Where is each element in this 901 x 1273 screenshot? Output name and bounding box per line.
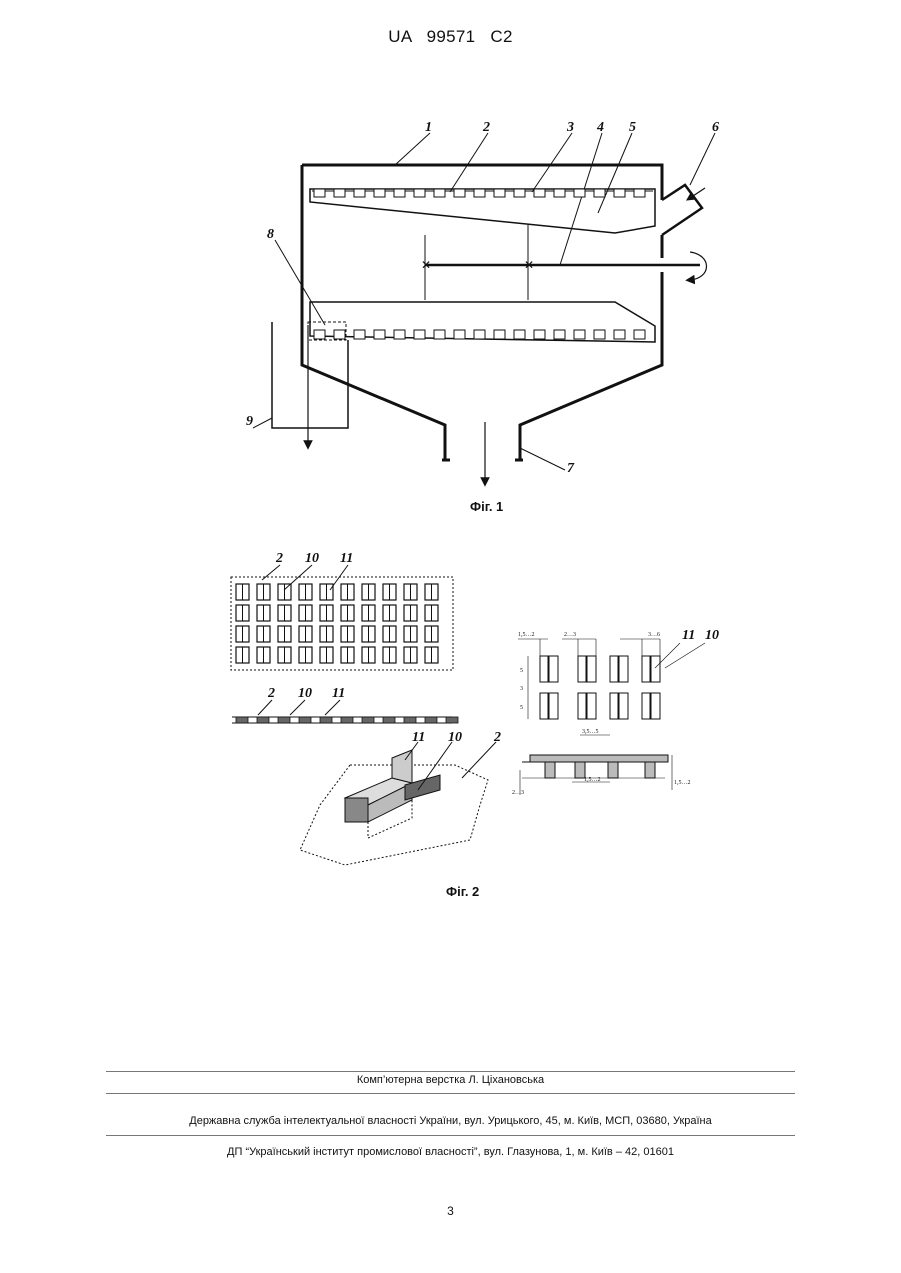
plate-tooth: [554, 189, 565, 197]
section-tooth: [257, 717, 269, 723]
fig2-iso-label-10: 10: [448, 730, 462, 745]
fig2-detail-label-10: 10: [705, 628, 719, 643]
fig2-detail-label-11: 11: [682, 628, 695, 643]
plate-tooth: [514, 330, 525, 339]
plate-tooth: [594, 189, 605, 197]
plate-tooth: [454, 330, 465, 339]
lower-plate-teeth: [314, 330, 645, 339]
dim-height-1: 5: [520, 668, 523, 674]
section-tooth: [320, 717, 332, 723]
plate-tooth: [414, 330, 425, 339]
fig2-strip-label-2: 2: [267, 686, 275, 701]
fig1-label-9: 9: [246, 414, 253, 429]
section-tooth: [404, 717, 416, 723]
plate-tooth: [414, 189, 425, 197]
dim-gap-1: 1,5…2: [518, 632, 535, 638]
fig2-strip-label-11: 11: [332, 686, 345, 701]
section-tooth: [383, 717, 395, 723]
figure-1-caption: Фіг. 1: [470, 499, 503, 514]
section-tooth: [341, 717, 353, 723]
plate-tooth: [354, 330, 365, 339]
plate-tooth: [614, 189, 625, 197]
plate-tooth: [334, 330, 345, 339]
svg-text:✕: ✕: [421, 258, 431, 272]
plate-tooth: [554, 330, 565, 339]
section-tooth: [278, 717, 290, 723]
plate-tooth: [394, 330, 405, 339]
plate-tooth: [474, 189, 485, 197]
figure-1-drawing: ✕ ✕: [253, 133, 715, 482]
dim-gap-3: 3…6: [648, 632, 660, 638]
plate-tooth: [454, 189, 465, 197]
plate-tooth: [374, 189, 385, 197]
fig1-label-4: 4: [596, 120, 604, 135]
plate-tooth: [534, 189, 545, 197]
dim-height-3: 5: [520, 705, 523, 711]
section-tooth: [425, 717, 437, 723]
plate-tooth: [634, 330, 645, 339]
fig2-top-label-11: 11: [340, 551, 353, 566]
dim-profile-gap: 1,5…2: [584, 777, 601, 783]
plate-tooth: [494, 330, 505, 339]
plate-tooth: [614, 330, 625, 339]
footer-rule-2: [106, 1093, 795, 1094]
fig2-top-label-10: 10: [305, 551, 319, 566]
section-tooth: [236, 717, 248, 723]
plate-tooth: [574, 189, 585, 197]
footer-institute-address: ДП “Український інститут промислової вла…: [0, 1146, 901, 1158]
fig1-label-6: 6: [712, 120, 719, 135]
plate-tooth: [434, 189, 445, 197]
footer-rule-1: [106, 1071, 795, 1072]
figure-2-isometric-detail: [300, 742, 496, 865]
section-tooth: [362, 717, 374, 723]
plate-tooth: [634, 189, 645, 197]
upper-plate-teeth: [314, 189, 645, 197]
fig1-label-2: 2: [482, 120, 490, 135]
svg-text:✕: ✕: [524, 258, 534, 272]
plate-tooth: [474, 330, 485, 339]
dim-profile-height: 1,5…2: [674, 780, 691, 786]
section-tooth: [446, 717, 458, 723]
fig1-label-3: 3: [566, 120, 574, 135]
plate-tooth: [314, 330, 325, 339]
plate-tooth: [374, 330, 385, 339]
plate-tooth: [314, 189, 325, 197]
plate-tooth: [574, 330, 585, 339]
fig2-iso-label-2: 2: [493, 730, 501, 745]
figure-2-caption: Фіг. 2: [446, 884, 479, 899]
dim-gap-2: 2…3: [564, 632, 576, 638]
fig1-label-5: 5: [629, 120, 636, 135]
dim-profile-depth: 2…3: [512, 790, 524, 796]
page-number: 3: [0, 1204, 901, 1218]
plate-perforation-grid: [236, 584, 438, 663]
plate-tooth: [354, 189, 365, 197]
fig1-label-7: 7: [567, 461, 575, 476]
fig1-label-8: 8: [267, 227, 274, 242]
fig2-strip-label-10: 10: [298, 686, 312, 701]
plate-tooth: [334, 189, 345, 197]
plate-tooth: [394, 189, 405, 197]
plate-tooth: [514, 189, 525, 197]
fig2-iso-label-11: 11: [412, 730, 425, 745]
fig2-top-label-2: 2: [275, 551, 283, 566]
plate-tooth: [434, 330, 445, 339]
figure-2-dimension-detail: [518, 639, 705, 795]
fig1-label-1: 1: [425, 120, 432, 135]
plate-section-teeth: [236, 717, 458, 723]
section-tooth: [299, 717, 311, 723]
footer-publisher-address: Державна служба інтелектуальної власност…: [0, 1115, 901, 1127]
figure-2-plate-top-view: [231, 577, 453, 670]
plate-tooth: [534, 330, 545, 339]
plate-tooth: [594, 330, 605, 339]
dim-pitch: 3,5…5: [582, 729, 599, 735]
dim-height-2: 3: [520, 686, 523, 692]
plate-tooth: [494, 189, 505, 197]
footer-layout-credit: Комп’ютерна верстка Л. Ціхановська: [0, 1074, 901, 1086]
footer-rule-3: [106, 1135, 795, 1136]
